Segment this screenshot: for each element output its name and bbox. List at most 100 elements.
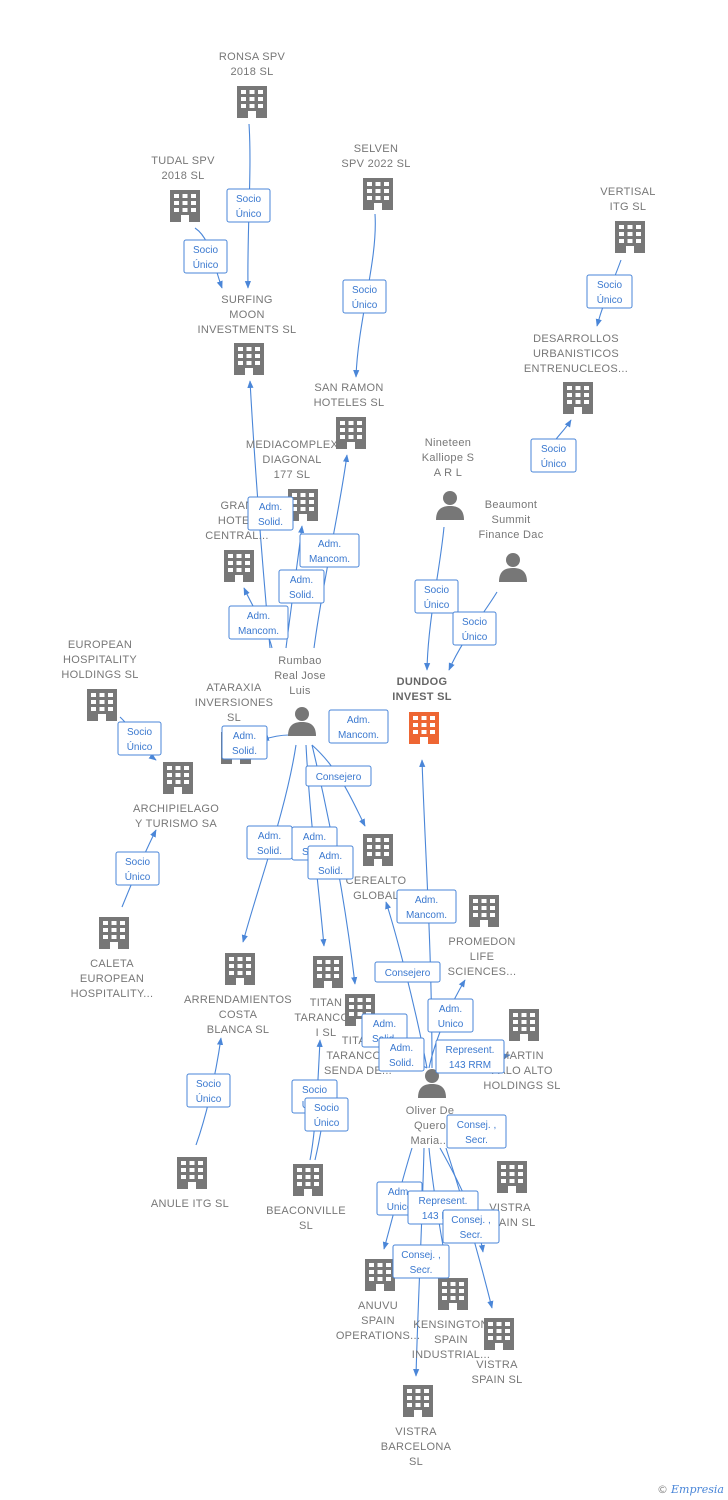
relation-box [247,496,294,531]
relation-label-r9[interactable]: Adm.Mancom. [228,605,289,640]
relation-label-r32[interactable]: Consej. ,Secr. [442,1209,500,1244]
relation-label-r20[interactable]: Adm.Mancom. [396,889,457,924]
relation-box [115,851,160,886]
relation-box [299,533,360,568]
relation-label-r7[interactable]: Adm.Mancom. [299,533,360,568]
relation-label-r8[interactable]: Adm.Solid. [278,569,325,604]
relation-text: Adm.Mancom. [238,611,279,637]
relation-label-r14[interactable]: Adm.Mancom. [328,709,389,744]
node-anule[interactable]: ANULE ITG SL [151,1157,229,1210]
relation-label-r22[interactable]: Adm.Unico [427,998,474,1033]
relation-text: Adm.Mancom. [309,539,350,565]
relation-label-r29[interactable]: Consej. ,Secr. [446,1114,507,1149]
relation-text: Adm.Mancom. [338,715,379,741]
relation-label-r13[interactable]: Adm.Solid. [221,725,268,760]
relation-label-r24[interactable]: Adm.Solid. [378,1037,425,1072]
relation-text: Consej. ,Secr. [457,1120,496,1146]
building-icon [365,1259,395,1291]
relation-text: Consej. ,Secr. [401,1250,440,1276]
relation-box [378,1037,425,1072]
relation-box [117,721,162,756]
relation-label-r25[interactable]: Represent.143 RRM [435,1039,505,1074]
building-icon [293,1164,323,1196]
building-icon [438,1278,468,1310]
relation-box [307,845,354,880]
relation-label-r16[interactable]: Adm.Solid. [246,825,293,860]
relation-label-r15[interactable]: Consejero [305,765,372,787]
relation-text: Consej. ,Secr. [451,1215,490,1241]
building-icon [484,1318,514,1350]
relation-box [586,274,633,309]
relation-label-r33[interactable]: Consej. ,Secr. [392,1244,450,1279]
relation-text: Consejero [385,968,431,979]
building-icon [509,1009,539,1041]
building-icon [615,221,645,253]
relation-box [228,605,289,640]
building-icon [409,712,439,744]
relation-label-r6[interactable]: Adm.Solid. [247,496,294,531]
relation-box [414,579,459,614]
relation-label-r18[interactable]: Adm.Solid. [307,845,354,880]
relation-label-r21[interactable]: Consejero [374,961,441,983]
